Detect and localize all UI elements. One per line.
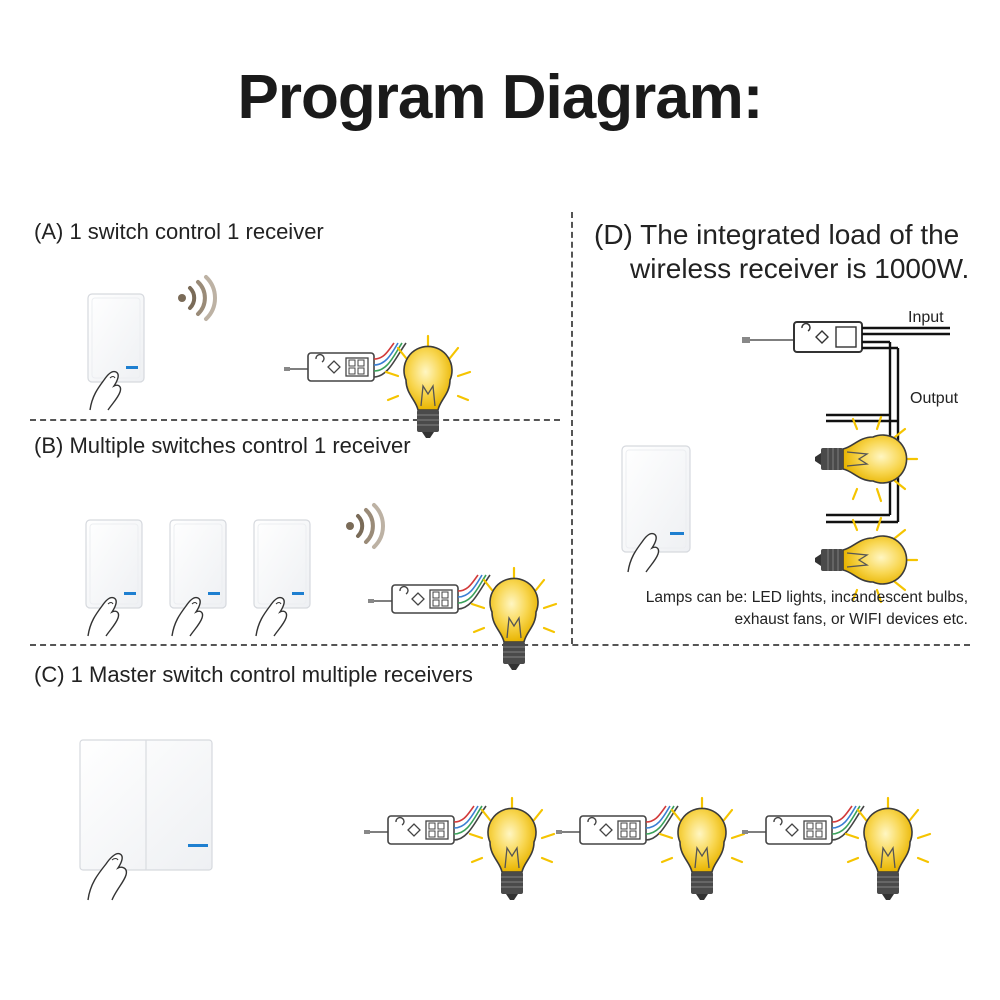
section-d-note-line2: exhaust fans, or WIFI devices etc.: [734, 611, 968, 628]
section-b-switch-2: [169, 519, 227, 637]
section-d-heading-line1: (D) The integrated load of the: [594, 219, 960, 250]
section-c-bulb-3-icon: [844, 796, 932, 902]
divider-ab: [30, 419, 560, 421]
divider-bc: [30, 644, 970, 646]
section-d-bulb-2-icon: [745, 476, 860, 560]
section-d-bulb-1-icon: [745, 375, 860, 459]
section-b-switch-1: [85, 519, 143, 637]
section-c-label: (C) 1 Master switch control multiple rec…: [34, 662, 473, 687]
section-a-bulb-icon: [384, 334, 472, 440]
section-a-switch: [87, 293, 145, 411]
section-c-master-switch: [79, 739, 213, 901]
section-d-switch: [621, 445, 691, 573]
section-a-label: (A) 1 switch control 1 receiver: [34, 219, 324, 244]
divider-vertical: [571, 212, 573, 644]
section-b-label: (B) Multiple switches control 1 receiver: [34, 433, 411, 458]
section-c-bulb-2-icon: [658, 796, 746, 902]
section-d-wiring-diagram: [742, 321, 950, 524]
section-d-input-label: Input: [908, 309, 944, 326]
section-d-heading-line2: wireless receiver is 1000W.: [630, 253, 970, 284]
section-d-note-line1: Lamps can be: LED lights, incandescent b…: [645, 589, 968, 606]
section-b-bulb-icon: [470, 566, 558, 672]
page-title: Program Diagram:: [237, 63, 764, 132]
section-b-signal-icon: [344, 503, 385, 549]
section-a-signal-icon: [176, 275, 217, 321]
section-d-output-label: Output: [910, 390, 959, 407]
section-b-switch-3: [253, 519, 311, 637]
section-c-bulb-1-icon: [468, 796, 556, 902]
